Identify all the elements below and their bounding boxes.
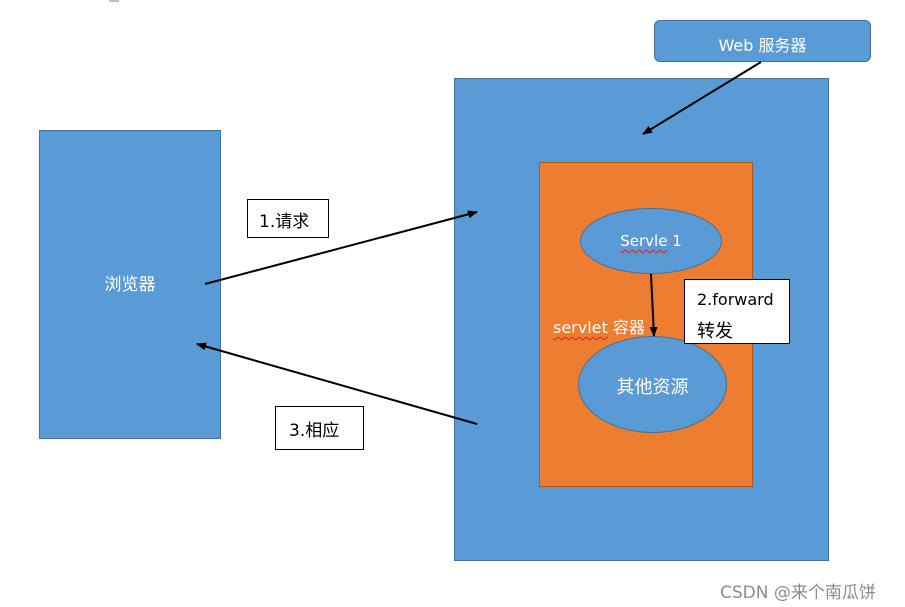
web-server-label: Web 服务器 (718, 36, 807, 55)
forward-note-box (684, 279, 790, 344)
response-note-box (275, 406, 364, 450)
web-server-box (654, 20, 871, 62)
top-edge-mark (109, 0, 119, 2)
servlet1-label-name: Servle (620, 232, 668, 250)
servlet-container-label-en: servlet (553, 318, 608, 337)
servlet1-label: Servle 1 (580, 232, 722, 250)
forward-note-label-line1: 2.forward (697, 290, 774, 309)
other-resource-node (578, 336, 727, 433)
response-arrow (196, 342, 478, 425)
watermark: CSDN @来个南瓜饼 (720, 583, 876, 603)
other-resource-label: 其他资源 (616, 377, 689, 398)
servlet1-node (580, 208, 722, 274)
servlet-container-label-cn: 容器 (607, 318, 645, 337)
forward-arrow (649, 273, 658, 337)
request-note-label: 1.请求 (259, 212, 310, 232)
servlet1-label-number: 1 (667, 232, 682, 250)
forward-note-label-line2: 转发 (697, 321, 733, 342)
request-note-box (247, 199, 329, 238)
browser-label: 浏览器 (104, 275, 156, 295)
request-arrow (204, 210, 478, 285)
response-note-label: 3.相应 (289, 421, 340, 441)
servlet-container-label: servlet 容器 (553, 314, 645, 338)
browser-box (39, 130, 221, 439)
web-server-pointer-arrow (642, 61, 762, 135)
